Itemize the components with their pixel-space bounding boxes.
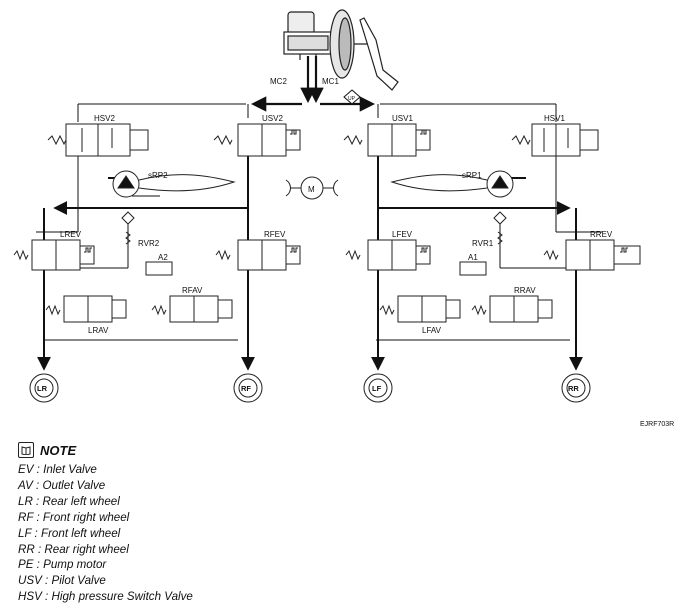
svg-text:UP: UP (348, 96, 356, 102)
a1-label: A1 (468, 253, 478, 262)
note-title: NOTE (40, 442, 77, 458)
rfav-label: RFAV (182, 286, 203, 295)
srp2-label: sRP2 (148, 171, 168, 180)
legend-item: AV : Outlet Valve (18, 478, 106, 492)
srp1-label: sRP1 (462, 171, 482, 180)
usv2-label: USV2 (262, 114, 283, 123)
motor-label: M (308, 185, 315, 194)
rvr1-label: RVR1 (472, 239, 494, 248)
legend-item: LF : Front left wheel (18, 526, 121, 540)
wheel-rr-label: RR (568, 384, 579, 393)
wheel-lf-label: LF (372, 384, 382, 393)
wheel-lf (363, 373, 393, 403)
rvr2-valve (121, 211, 135, 245)
rrav-valve (471, 295, 553, 323)
note-header: NOTE (18, 442, 76, 458)
rvr1-valve (493, 211, 507, 245)
hsv1-label: HSV1 (544, 114, 565, 123)
legend-item: RF : Front right wheel (18, 510, 130, 524)
figure-code: EJRF703R (640, 421, 674, 428)
legend-item: RR : Rear right wheel (18, 542, 129, 556)
legend-item: HSV : High pressure Switch Valve (18, 590, 193, 604)
wheel-rf (233, 373, 263, 403)
a2-accumulator (145, 261, 173, 276)
wheel-lr (29, 373, 59, 403)
wheel-lr-label: LR (37, 384, 48, 393)
legend-item: EV : Inlet Valve (18, 463, 97, 476)
rrav-label: RRAV (514, 286, 536, 295)
hsv2-valve (47, 123, 149, 157)
srp1-pump (390, 170, 514, 198)
lrev-valve (13, 239, 95, 271)
hydraulic-circuit-diagram: MC2 MC1 UP (13, 9, 674, 428)
pump-motor (285, 176, 339, 200)
master-cylinder-assembly (283, 9, 399, 91)
up-sensor: UP (343, 89, 361, 105)
mc1-label: MC1 (322, 77, 339, 86)
rfav-valve (151, 295, 233, 323)
wheel-rr (561, 373, 591, 403)
rrev-label: RREV (590, 230, 613, 239)
legend-item: USV : Pilot Valve (18, 574, 106, 588)
hsv2-label: HSV2 (94, 114, 115, 123)
legend-item: PE : Pump motor (18, 558, 107, 572)
legend-item: LR : Rear left wheel (18, 494, 120, 508)
hsv1-valve (511, 123, 599, 157)
rrev-valve (543, 239, 641, 271)
lrev-label: LREV (60, 230, 82, 239)
lrav-valve (45, 295, 127, 323)
book-icon (18, 442, 34, 458)
lfav-valve (379, 295, 461, 323)
usv1-valve (343, 123, 431, 157)
rfev-valve (215, 239, 301, 271)
lrav-label: LRAV (88, 326, 109, 335)
wheel-rf-label: RF (241, 384, 251, 393)
note-legend: EV : Inlet Valve AV : Outlet Valve LR : … (18, 462, 193, 605)
usv2-valve (213, 123, 301, 157)
lfev-label: LFEV (392, 230, 413, 239)
rvr2-label: RVR2 (138, 239, 160, 248)
a2-label: A2 (158, 253, 168, 262)
mc2-label: MC2 (270, 77, 287, 86)
lfev-valve (345, 239, 431, 271)
rfev-label: RFEV (264, 230, 286, 239)
lfav-label: LFAV (422, 326, 442, 335)
srp2-pump (112, 170, 236, 198)
a1-accumulator (459, 261, 487, 276)
usv1-label: USV1 (392, 114, 413, 123)
